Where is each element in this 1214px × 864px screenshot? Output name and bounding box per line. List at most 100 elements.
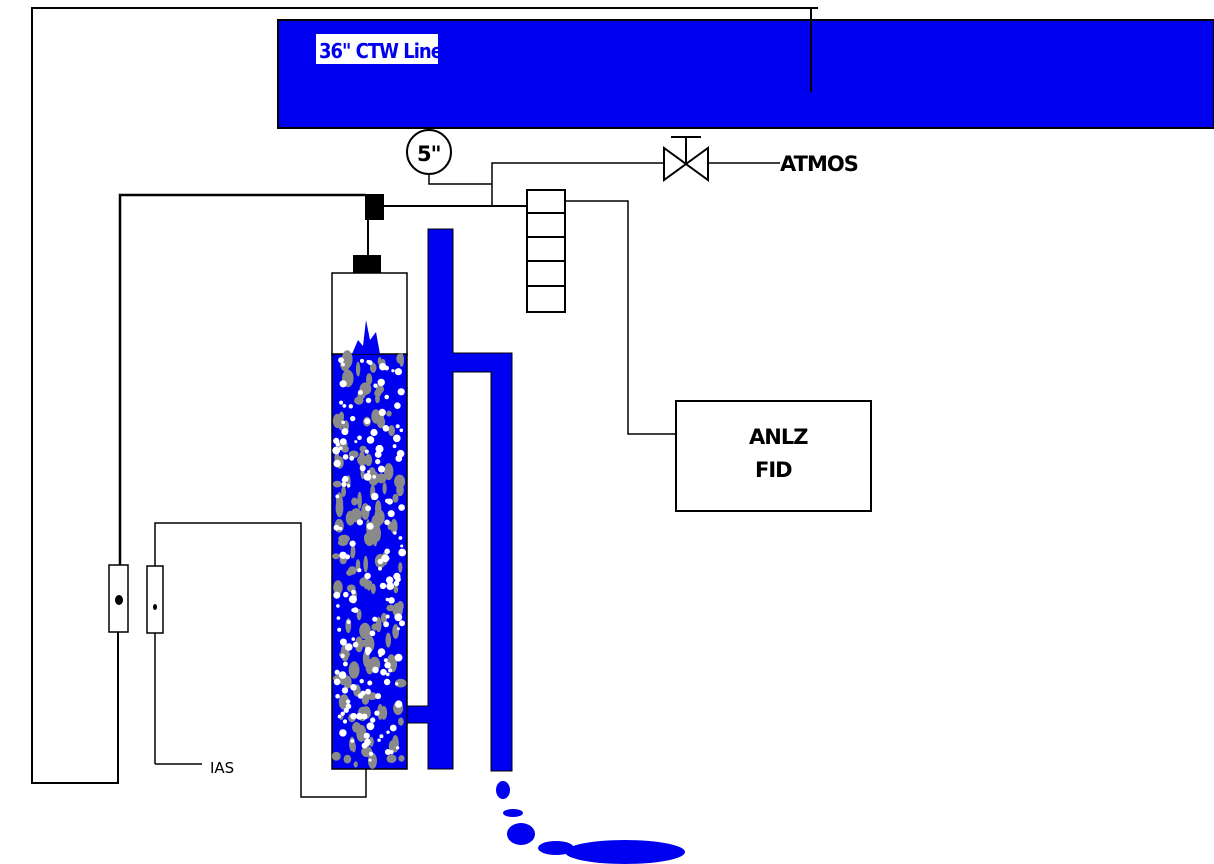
analyzer-line1: ANLZ — [749, 425, 808, 449]
air-bubble — [398, 504, 405, 511]
air-bubble — [363, 732, 370, 739]
air-bubble — [342, 404, 347, 408]
atmos-label: ATMOS — [780, 152, 858, 176]
drip-3 — [507, 823, 535, 845]
air-bubble — [395, 434, 400, 440]
air-bubble — [395, 700, 403, 708]
packing-stone — [354, 636, 364, 653]
packing-stone — [356, 724, 367, 742]
air-bubble — [365, 688, 371, 695]
air-bubble — [372, 666, 379, 674]
drain-leg — [406, 228, 513, 772]
air-bubble — [395, 682, 399, 686]
rotameter-ias[interactable] — [146, 565, 164, 634]
air-bubble — [343, 661, 348, 667]
air-bubble — [341, 428, 349, 436]
air-bubble — [393, 531, 397, 535]
air-bubble — [354, 440, 358, 444]
packing-stone — [388, 740, 396, 753]
air-bubble — [359, 465, 366, 472]
air-bubble — [347, 483, 351, 488]
air-bubble — [379, 582, 387, 590]
air-bubble — [345, 643, 353, 651]
air-bubble — [360, 358, 364, 363]
air-bubble — [364, 449, 369, 454]
packing-stone — [354, 396, 364, 405]
air-bubble — [338, 357, 344, 363]
packing-stone — [343, 754, 352, 764]
packing-stone — [366, 373, 373, 386]
packing-stone — [392, 624, 400, 639]
rotameter-air[interactable] — [108, 564, 129, 633]
air-bubble — [364, 572, 371, 580]
air-bubble — [398, 548, 407, 557]
air-bubble — [359, 679, 364, 684]
packing-stone — [375, 616, 382, 633]
packing-stone — [390, 518, 398, 535]
air-bubble — [400, 544, 404, 548]
sample-manifold — [526, 189, 566, 313]
air-bubble — [350, 712, 357, 720]
analyzer-line — [565, 200, 676, 435]
air-bubble — [386, 730, 390, 734]
column-packing — [331, 350, 407, 769]
air-bubble — [371, 492, 379, 501]
vent-line — [491, 162, 664, 206]
air-bubble — [341, 481, 347, 487]
air-bubble — [372, 616, 378, 622]
packing-stone — [331, 751, 341, 761]
column-cap-fitting — [353, 255, 381, 274]
air-bubble — [388, 597, 395, 604]
air-bubble — [372, 474, 377, 479]
air-bubble — [398, 536, 403, 540]
gauge-line — [428, 174, 492, 185]
packing-stone — [392, 493, 399, 503]
air-bubble — [379, 363, 387, 371]
air-bubble — [396, 627, 400, 631]
air-bubble — [366, 522, 374, 530]
packing-stone — [386, 754, 397, 763]
air-bubble — [339, 729, 347, 737]
packing-stone — [343, 675, 352, 689]
air-bubble — [341, 478, 346, 482]
air-bubble — [385, 597, 390, 602]
air-bubble — [339, 638, 347, 646]
air-bubble — [335, 494, 340, 499]
air-bubble — [357, 693, 364, 699]
analyzer-line2: FID — [755, 458, 792, 482]
air-bubble — [389, 724, 397, 732]
air-bubble — [399, 620, 405, 627]
air-bubble — [387, 510, 395, 518]
air-bubble — [369, 630, 376, 637]
air-bubble — [386, 498, 393, 505]
air-bubble — [356, 519, 363, 526]
packing-stone — [394, 474, 406, 489]
puddle-small — [538, 841, 574, 855]
air-bubble — [375, 693, 382, 700]
gauge-label: 5" — [417, 142, 441, 166]
packing-stone — [350, 550, 355, 559]
air-bubble — [384, 749, 391, 755]
packing-stone — [375, 500, 382, 518]
air-bubble — [333, 524, 340, 531]
packing-stone — [359, 445, 367, 453]
ias-to-column-line — [154, 522, 367, 798]
air-bubble — [341, 687, 349, 694]
top-fitting — [365, 194, 384, 220]
air-bubble — [374, 710, 380, 716]
vent-valve-icon[interactable] — [663, 136, 709, 182]
air-bubble — [351, 589, 356, 595]
air-bubble — [335, 442, 340, 447]
air-bubble — [349, 540, 356, 547]
air-bubble — [370, 428, 378, 437]
packing-stone — [355, 361, 361, 377]
air-bubble — [378, 566, 382, 571]
air-bubble — [384, 548, 391, 555]
air-bubble — [395, 424, 400, 429]
air-bubble — [335, 694, 340, 699]
sample-return-line — [31, 7, 818, 784]
air-bubble — [350, 684, 357, 691]
packing-stone — [348, 661, 360, 679]
packing-stone — [384, 463, 394, 481]
drip-2 — [503, 809, 523, 817]
